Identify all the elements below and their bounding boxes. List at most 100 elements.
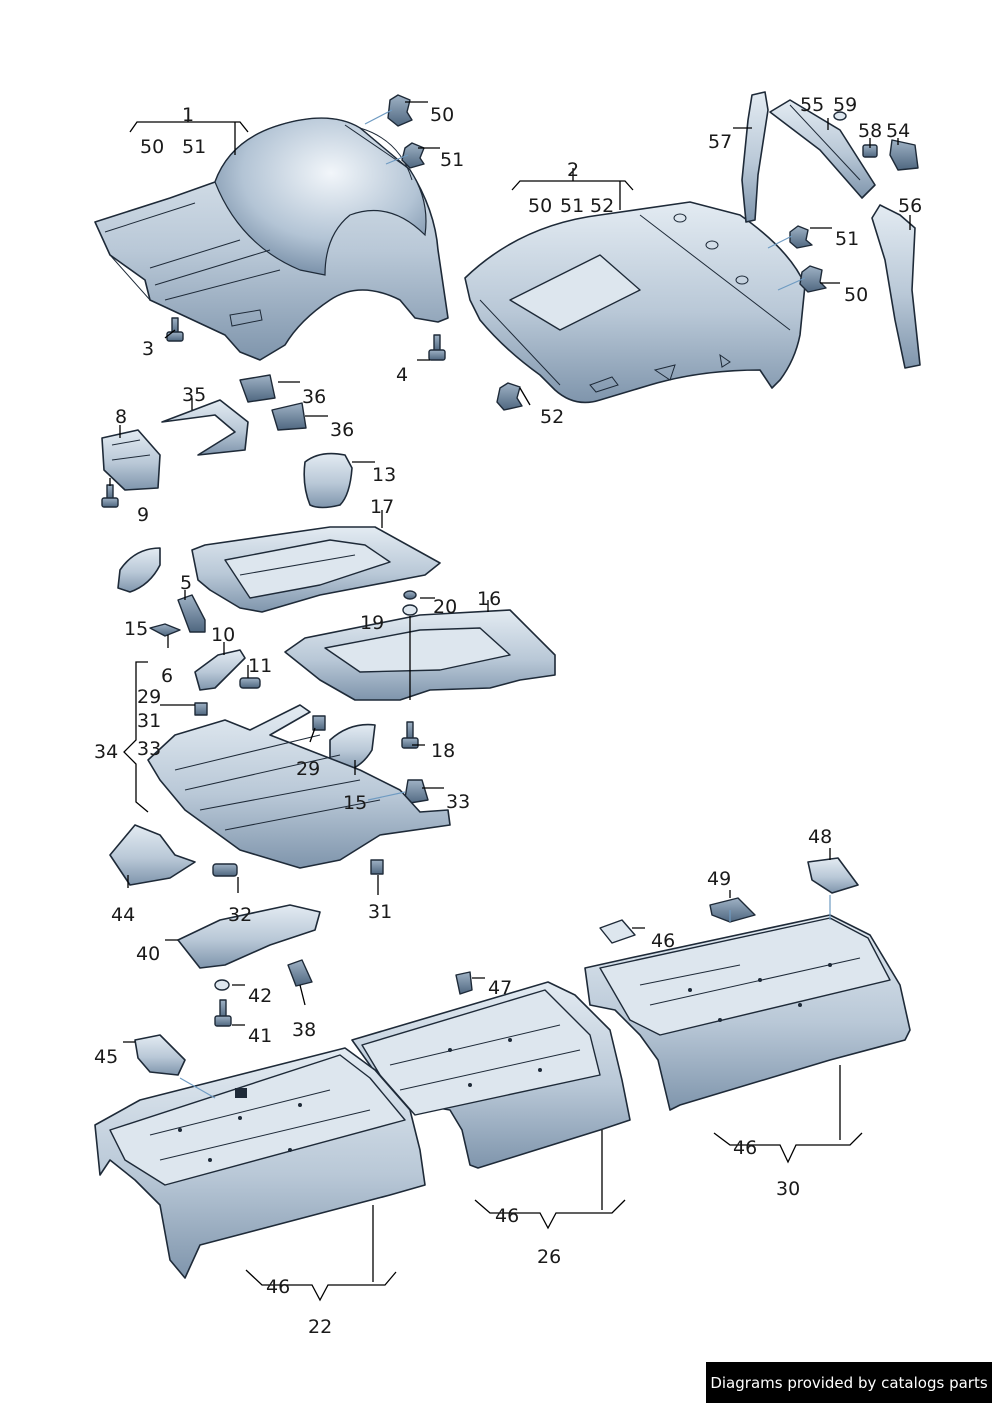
strip-part-55	[769, 99, 876, 199]
callout-8: 8	[115, 406, 128, 428]
bracket-part-49	[709, 897, 756, 923]
callout-45: 45	[94, 1046, 119, 1068]
pillar-trim-part-56	[871, 204, 921, 369]
callout-56: 56	[898, 195, 923, 217]
callout-10: 10	[211, 624, 236, 646]
clip-part-5	[177, 594, 206, 633]
callout-19: 19	[360, 612, 385, 634]
callout-20: 20	[433, 596, 458, 618]
callout-15: 15	[124, 618, 149, 640]
nut-part-19	[402, 604, 418, 616]
callout-46: 46	[733, 1137, 758, 1159]
pad-part-29b	[312, 715, 326, 731]
callout-22: 22	[308, 1316, 333, 1338]
floor-panel-part-30	[584, 914, 911, 1111]
callout-38: 38	[292, 1019, 317, 1041]
callout-32: 32	[228, 904, 253, 926]
callout-46: 46	[495, 1205, 520, 1227]
bracket-part-35	[161, 399, 249, 456]
callout-46: 46	[266, 1276, 291, 1298]
callout-35: 35	[182, 384, 207, 406]
bracket-part-48	[807, 857, 859, 894]
cover-part-46a	[599, 919, 636, 944]
clip-part-52	[496, 382, 523, 411]
bolt-part-41	[214, 999, 232, 1027]
bracket-part-45	[134, 1034, 186, 1076]
screw-part-15	[149, 623, 181, 637]
callout-29: 29	[137, 686, 162, 708]
callout-36: 36	[302, 386, 327, 408]
callout-13: 13	[372, 464, 397, 486]
callout-17: 17	[370, 496, 395, 518]
callout-52: 52	[540, 406, 565, 428]
floor-panel-part-22	[94, 1047, 426, 1279]
callout-46: 46	[651, 930, 676, 952]
leader-lines	[109, 101, 911, 1302]
callout-31: 31	[368, 901, 393, 923]
callout-51: 51	[835, 228, 860, 250]
callout-42: 42	[248, 985, 273, 1007]
callout-34: 34	[94, 741, 119, 763]
washer-part-20	[403, 590, 417, 600]
callout-52: 52	[590, 195, 615, 217]
callout-5: 5	[180, 572, 193, 594]
callout-9: 9	[137, 504, 150, 526]
holder-part-8	[101, 429, 161, 491]
callout-31: 31	[137, 710, 162, 732]
callout-50: 50	[430, 104, 455, 126]
callout-59: 59	[833, 94, 858, 116]
callout-51: 51	[182, 136, 207, 158]
callout-51: 51	[560, 195, 585, 217]
boot-trim-part-2	[464, 201, 806, 404]
tray-part-16	[284, 609, 556, 701]
washer-part-59	[833, 111, 847, 121]
cover-part-15a	[117, 547, 161, 593]
floor-tray-part-34	[147, 704, 451, 869]
clips-upper-right	[789, 225, 827, 293]
bracket-part-36a	[239, 374, 276, 403]
screw-part-32	[212, 863, 238, 877]
callout-1: 1	[182, 104, 195, 126]
callout-40: 40	[136, 943, 161, 965]
pad-part-29a	[194, 702, 208, 716]
callout-33: 33	[446, 791, 471, 813]
callout-16: 16	[477, 588, 502, 610]
callout-3: 3	[142, 338, 155, 360]
bolt-part-9	[101, 484, 119, 508]
callout-58: 58	[858, 120, 883, 142]
callout-2: 2	[567, 159, 580, 181]
callout-30: 30	[776, 1178, 801, 1200]
bracket-part-44	[109, 824, 196, 886]
callout-4: 4	[396, 364, 409, 386]
pad-part-31	[370, 859, 384, 875]
callout-11: 11	[248, 655, 273, 677]
clips-upper-left	[387, 94, 425, 169]
tray-part-40	[177, 904, 321, 969]
floor-panel-part-26	[351, 981, 631, 1169]
tray-part-17	[191, 526, 441, 613]
callout-48: 48	[808, 826, 833, 848]
clip-part-47	[455, 971, 473, 995]
callout-50: 50	[844, 284, 869, 306]
callout-51: 51	[440, 149, 465, 171]
footer-credit: Diagrams provided by catalogs parts	[706, 1362, 992, 1403]
callout-50: 50	[528, 195, 553, 217]
strip-part-57	[741, 91, 769, 223]
bolt-part-3	[166, 317, 184, 342]
callout-55: 55	[800, 94, 825, 116]
screw-part-11	[239, 677, 261, 689]
bracket-part-36b	[271, 402, 307, 431]
callout-18: 18	[431, 740, 456, 762]
callout-57: 57	[708, 131, 733, 153]
callout-15: 15	[343, 792, 368, 814]
wheelhouse-trim-part-1	[94, 117, 449, 361]
nut-part-42	[214, 979, 230, 991]
callout-54: 54	[886, 120, 911, 142]
callout-44: 44	[111, 904, 136, 926]
callout-29: 29	[296, 758, 321, 780]
bolt-part-4	[428, 334, 446, 361]
callout-50: 50	[140, 136, 165, 158]
callout-49: 49	[707, 868, 732, 890]
clip-part-54	[889, 139, 919, 171]
